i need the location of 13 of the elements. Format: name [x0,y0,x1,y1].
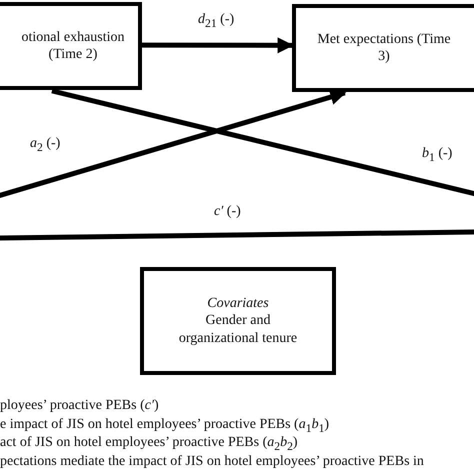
box-text: Met expectations (Time 3) [316,30,452,66]
arrow [142,37,294,54]
note-text: act of JIS on hotel employees’ proactive PEBs (a$_{2}$b$_{2}$) [0,435,298,454]
note-text: pectations mediate the impact of JIS on hotel employees’ proactive PEBs in [0,454,424,469]
box-text: Covariates [207,294,269,312]
path-label: c′ (-) [214,204,241,220]
note-text: ployees’ proactive PEBs (c′) [0,398,159,414]
connector-line [51,88,474,196]
box-text: otional exhaustion (Time 2) [20,28,126,64]
box-text: Gender and organizational tenure [178,312,298,348]
variable-box [292,4,474,92]
note-text: e impact of JIS on hotel employees’ proactive PEBs (a$_{1}$b$_{1}$) [0,416,330,436]
variable-box [140,267,336,375]
